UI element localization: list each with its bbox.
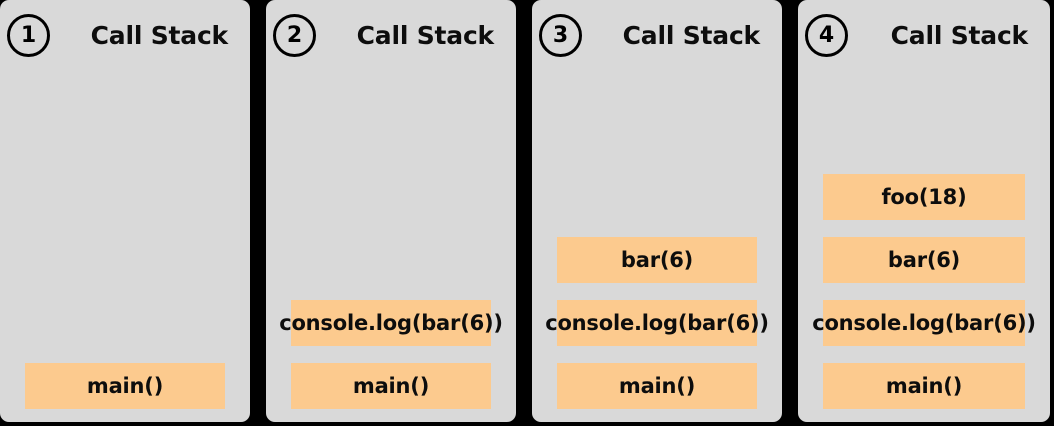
stack-frame: main() <box>25 363 225 409</box>
panel-header-4: 4 Call Stack <box>798 0 1050 72</box>
panel-title-3: Call Stack <box>622 21 761 50</box>
stack-frame: main() <box>557 363 757 409</box>
call-stack-panel-2: 2 Call Stack console.log(bar(6)) main() <box>266 0 516 422</box>
stack-frames-3: bar(6) console.log(bar(6)) main() <box>545 76 769 409</box>
stack-frames-1: main() <box>25 76 225 409</box>
panel-title-4: Call Stack <box>890 21 1029 50</box>
panel-header-3: 3 Call Stack <box>532 0 782 72</box>
step-number-badge-2: 2 <box>273 14 316 57</box>
step-number-badge-1: 1 <box>7 14 50 57</box>
stack-frames-2: console.log(bar(6)) main() <box>279 76 503 409</box>
stack-frame: bar(6) <box>557 237 757 283</box>
stack-frame: main() <box>823 363 1025 409</box>
call-stack-panel-1: 1 Call Stack main() <box>0 0 250 422</box>
step-number-badge-4: 4 <box>805 14 848 57</box>
stack-frame: console.log(bar(6)) <box>812 300 1036 346</box>
panel-title-1: Call Stack <box>90 21 229 50</box>
step-number-badge-3: 3 <box>539 14 582 57</box>
stack-frame: console.log(bar(6)) <box>279 300 503 346</box>
stack-frames-4: foo(18) bar(6) console.log(bar(6)) main(… <box>812 76 1036 409</box>
call-stack-panel-4: 4 Call Stack foo(18) bar(6) console.log(… <box>798 0 1050 422</box>
call-stack-panel-3: 3 Call Stack bar(6) console.log(bar(6)) … <box>532 0 782 422</box>
stack-frame: bar(6) <box>823 237 1025 283</box>
panel-title-2: Call Stack <box>356 21 495 50</box>
stack-frame: foo(18) <box>823 174 1025 220</box>
panel-header-2: 2 Call Stack <box>266 0 516 72</box>
stack-frame: console.log(bar(6)) <box>545 300 769 346</box>
stack-frame: main() <box>291 363 491 409</box>
panel-header-1: 1 Call Stack <box>0 0 250 72</box>
